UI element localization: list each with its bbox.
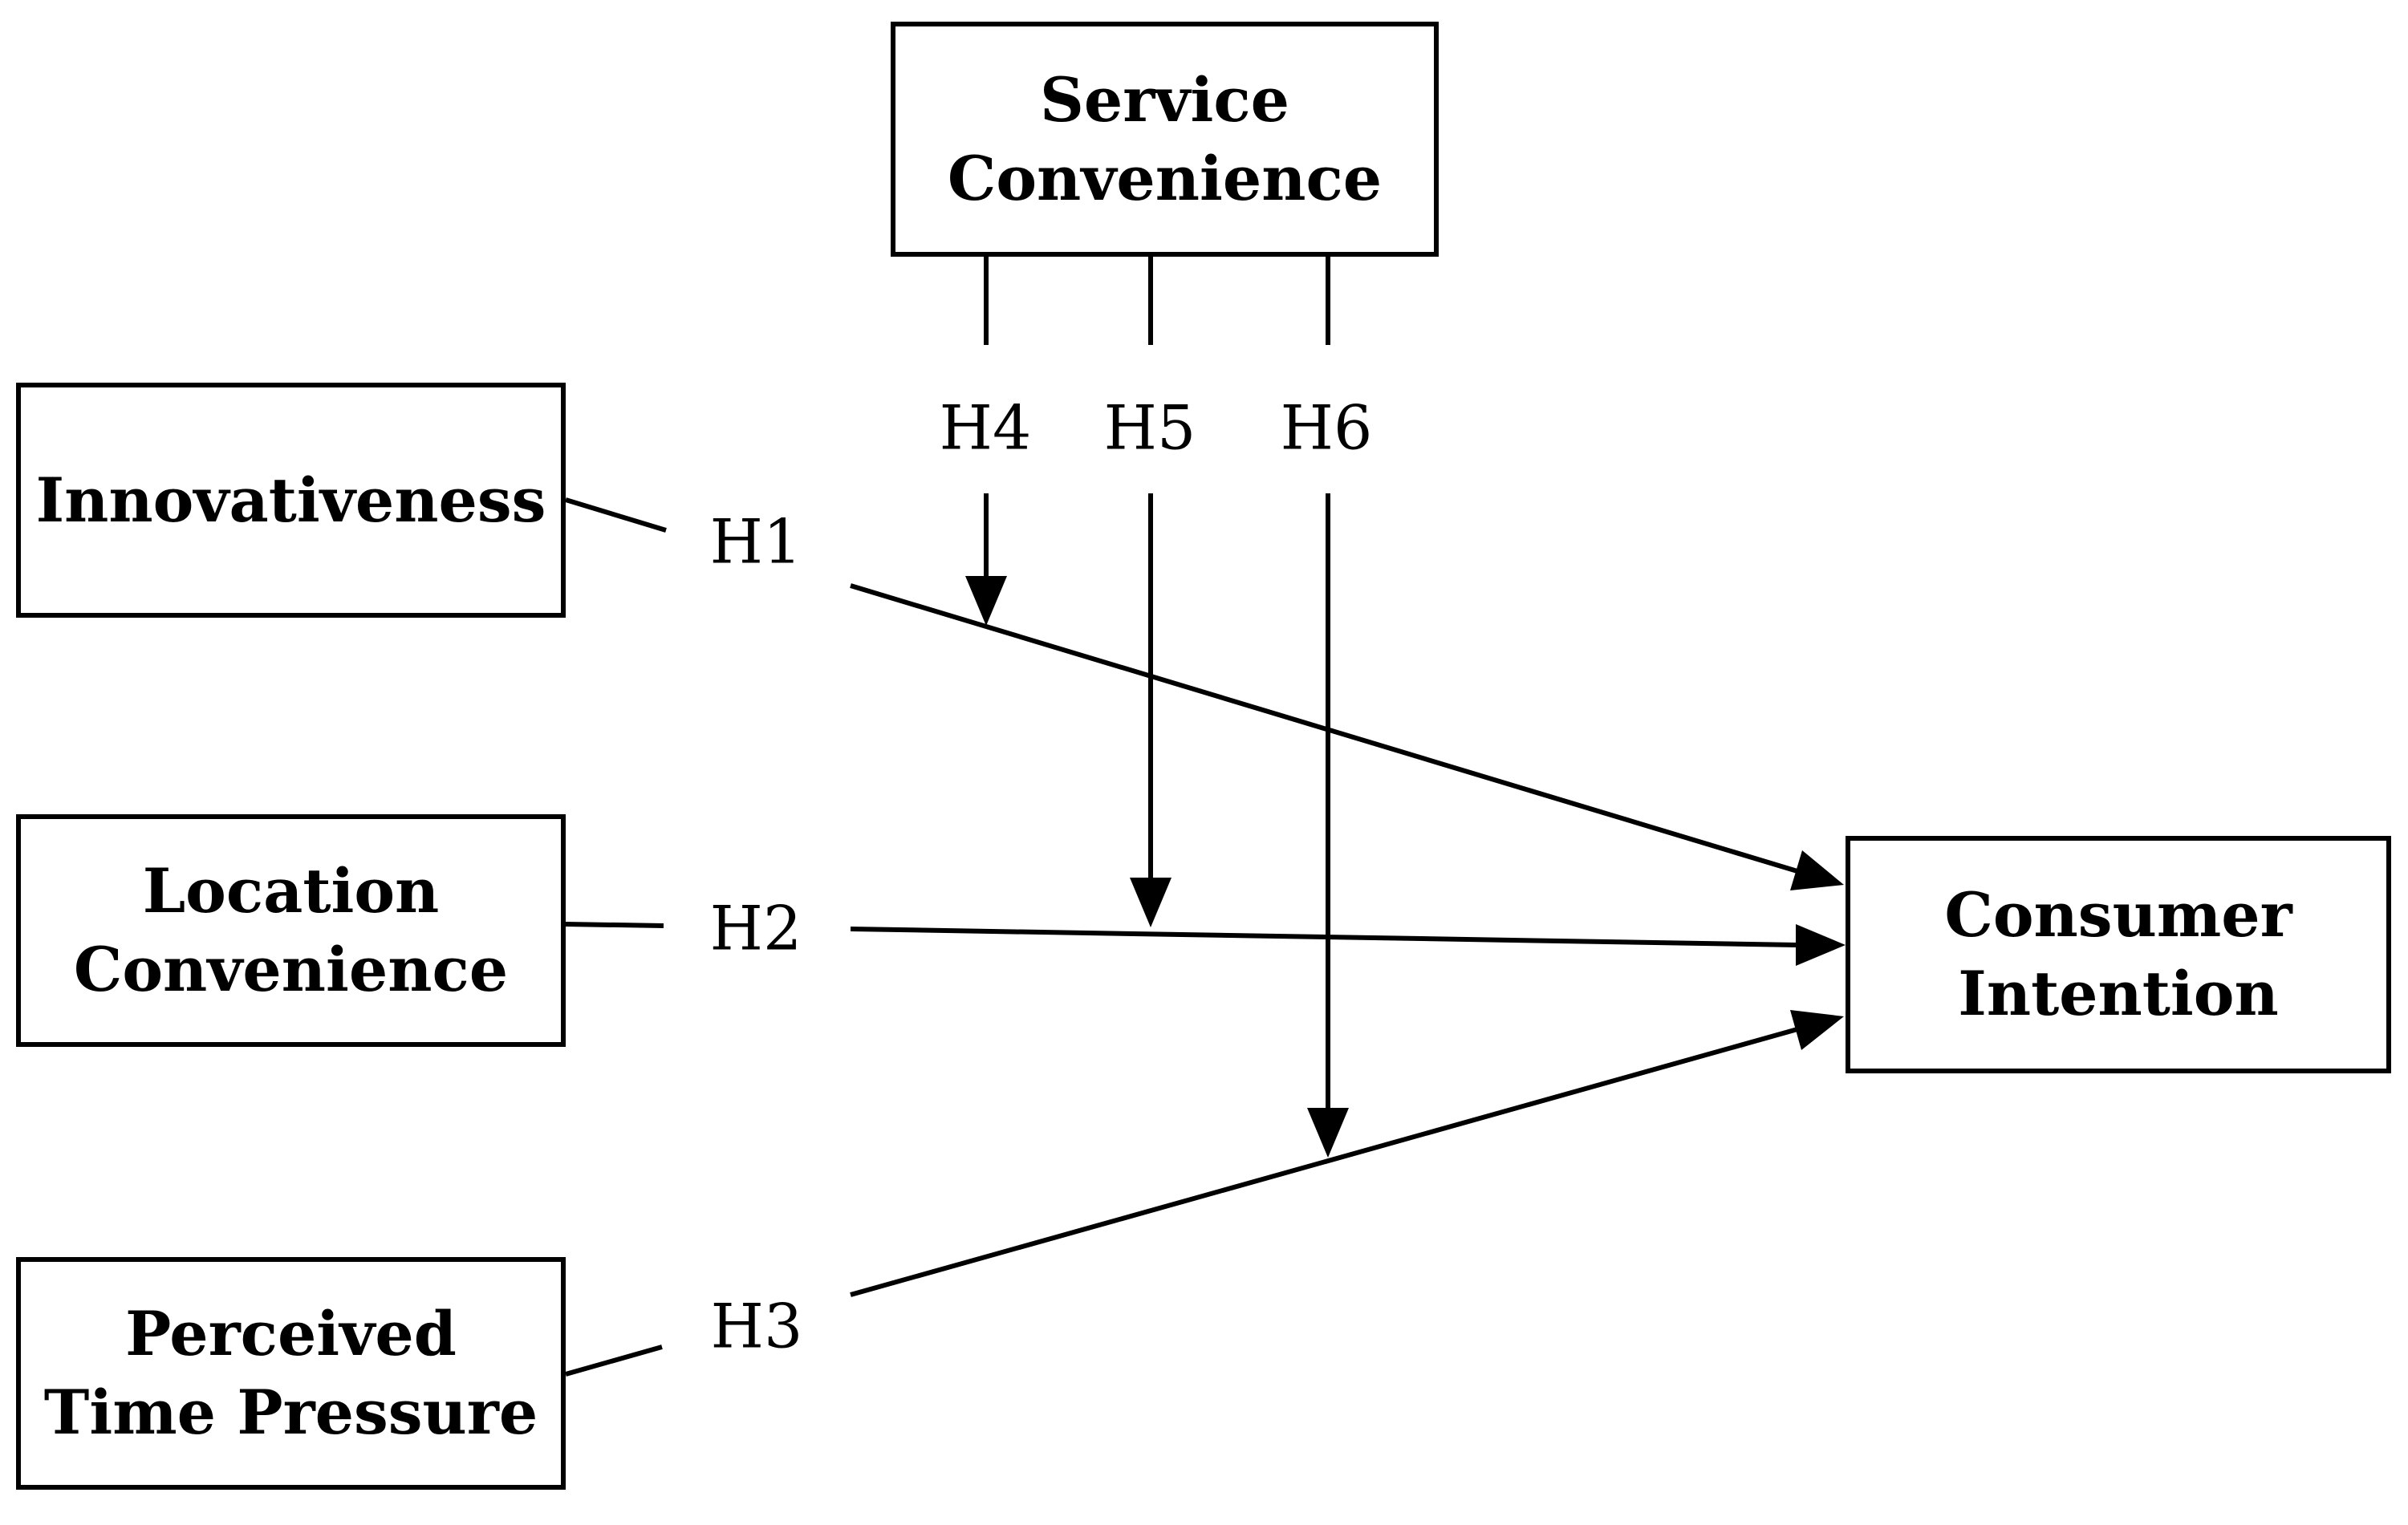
- node-consumer-intention: Consumer Intention: [1846, 836, 2391, 1073]
- node-label: Convenience: [947, 142, 1383, 214]
- hypothesis-label-h2: H2: [705, 892, 807, 964]
- h3-arrowhead-icon: [1790, 1010, 1844, 1050]
- node-label: Service: [1040, 63, 1289, 136]
- hypothesis-label-h4: H4: [934, 391, 1037, 464]
- hypothesis-label-h1: H1: [705, 505, 807, 578]
- hypothesis-label-h3: H3: [705, 1290, 808, 1362]
- node-label: Intention: [1958, 958, 2279, 1029]
- node-label: Time Pressure: [43, 1377, 538, 1448]
- node-label: Consumer: [1944, 879, 2292, 951]
- h2-arrow: [565, 922, 1846, 966]
- node-perceived-time-pressure: Perceived Time Pressure: [16, 1257, 566, 1490]
- node-service-convenience: Service Convenience: [891, 22, 1439, 257]
- h1-arrow: [565, 497, 1844, 890]
- h4-moderation-arrow: [965, 257, 1007, 626]
- h6-arrowhead-icon: [1307, 1108, 1349, 1158]
- h4-arrowhead-icon: [965, 576, 1007, 626]
- node-innovativeness: Innovativeness: [16, 383, 566, 618]
- h6-moderation-arrow: [1307, 257, 1349, 1158]
- h5-moderation-arrow: [1130, 257, 1172, 927]
- node-label: Location: [142, 855, 440, 927]
- node-label: Perceived: [125, 1298, 457, 1369]
- h5-arrowhead-icon: [1130, 878, 1172, 927]
- node-label: Innovativeness: [35, 464, 546, 536]
- node-location-convenience: Location Convenience: [16, 814, 566, 1047]
- hypothesis-label-h5: H5: [1098, 391, 1201, 464]
- h1-arrowhead-icon: [1790, 850, 1844, 890]
- node-label: Convenience: [73, 934, 509, 1005]
- h2-arrowhead-icon: [1796, 924, 1846, 966]
- h3-arrow: [565, 1010, 1844, 1377]
- hypothesis-label-h6: H6: [1275, 391, 1378, 464]
